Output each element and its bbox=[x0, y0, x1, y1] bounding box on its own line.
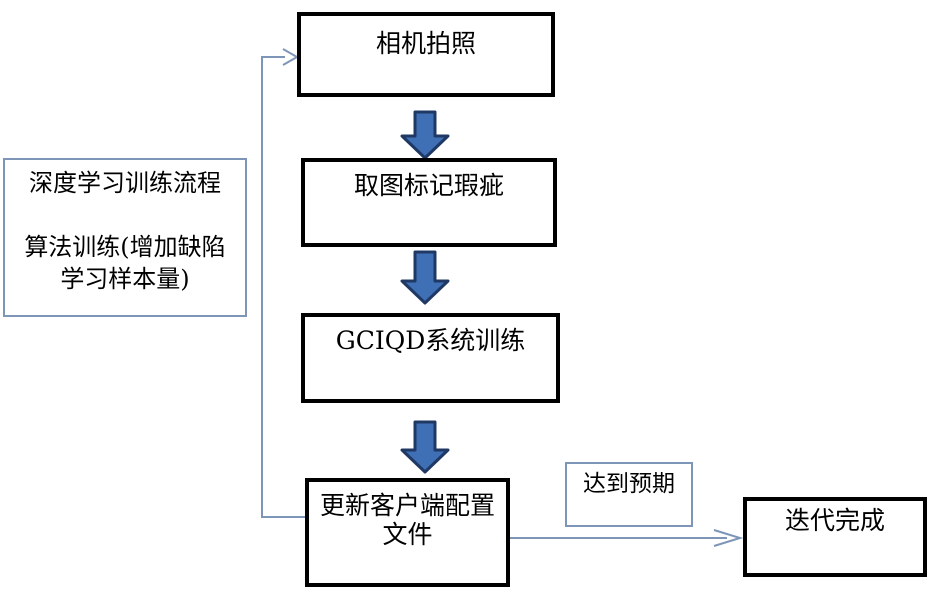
side-note-line: 学习样本量) bbox=[60, 265, 190, 293]
side-note-line: 算法训练(增加缺陷 bbox=[24, 233, 226, 261]
node-camera-label: 相机拍照 bbox=[375, 29, 476, 58]
node-mark-defects: 取图标记瑕疵 bbox=[301, 158, 557, 247]
node-system-training-label: GCIQD系统训练 bbox=[335, 326, 526, 355]
node-update-config-label: 更新客户端配置文件 bbox=[319, 491, 495, 549]
side-note-line: 深度学习训练流程 bbox=[29, 169, 221, 197]
edge-condition-text: 达到预期 bbox=[583, 471, 675, 497]
feedback-connector-line bbox=[261, 56, 305, 518]
down-arrow-icon bbox=[400, 420, 450, 474]
down-arrow-icon bbox=[400, 110, 450, 160]
side-note-blank-line bbox=[5, 199, 245, 231]
node-iteration-done: 迭代完成 bbox=[743, 497, 927, 577]
node-iteration-done-label: 迭代完成 bbox=[784, 506, 885, 535]
node-camera: 相机拍照 bbox=[297, 12, 555, 97]
node-mark-defects-label: 取图标记瑕疵 bbox=[353, 171, 504, 200]
feedback-arrowhead-icon bbox=[282, 48, 300, 66]
result-arrowhead-icon bbox=[713, 529, 744, 547]
node-update-config: 更新客户端配置文件 bbox=[305, 478, 510, 587]
node-side-note: 深度学习训练流程 算法训练(增加缺陷 学习样本量) bbox=[3, 158, 247, 317]
node-system-training: GCIQD系统训练 bbox=[301, 313, 560, 403]
edge-condition-label: 达到预期 bbox=[565, 462, 693, 527]
down-arrow-icon bbox=[400, 250, 450, 305]
